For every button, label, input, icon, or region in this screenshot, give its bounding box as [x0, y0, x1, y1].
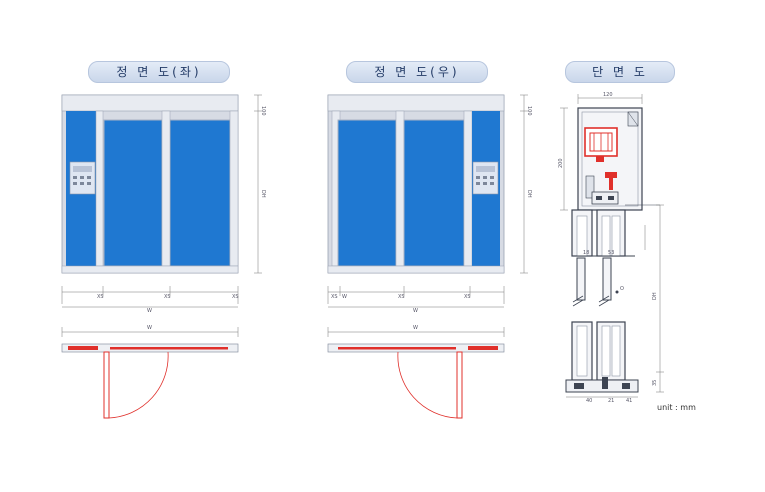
dim-panel-width: XS: [398, 294, 405, 300]
keypad-screen: [476, 166, 495, 172]
dim-section-top: 120: [603, 92, 613, 98]
plan-sliding-leaf: [338, 347, 456, 350]
mullion: [161, 110, 171, 267]
hanger-bracket: [585, 175, 595, 199]
sliding-panel-1: [337, 119, 397, 267]
dim-plan-width: W: [147, 325, 152, 331]
plan-fixed-leaf: [468, 346, 498, 350]
dim-panel-width: XS: [464, 294, 471, 300]
keypad-screen: [73, 166, 92, 172]
roller-icon: [605, 172, 617, 190]
dim-width: W: [147, 308, 152, 314]
dim-section-mid-a: 18: [583, 250, 589, 256]
dim-section-bottom-c: 41: [626, 398, 632, 404]
dim-panel-width: XS: [164, 294, 171, 300]
dim-width: W: [413, 308, 418, 314]
plan-swing-arc: [397, 351, 458, 419]
dim-section-right-small: 35: [652, 380, 658, 386]
plan-swing-leaf: [456, 351, 463, 419]
sliding-panel-2: [403, 119, 465, 267]
mullion: [229, 110, 239, 267]
motor-mount: [596, 156, 604, 162]
mullion: [95, 110, 104, 267]
keypad-buttons: [476, 176, 494, 185]
dim-panel-width: XS: [232, 294, 239, 300]
track-rail: [591, 191, 619, 205]
leaf-bottom-b: [596, 321, 626, 381]
dim-total-height: DH: [260, 190, 266, 198]
dim-section-right: DH: [652, 292, 658, 300]
dim-section-bottom-a: 40: [586, 398, 592, 404]
title-front-right: 정 면 도(우): [346, 61, 488, 83]
plan-fixed-leaf: [68, 346, 98, 350]
dim-top-height: 100: [260, 106, 266, 116]
unit-label: unit : mm: [657, 403, 696, 412]
header-inner: [581, 111, 639, 207]
keypad-buttons: [73, 176, 91, 185]
dim-section-side: 200: [558, 158, 564, 168]
mullion: [395, 110, 405, 267]
plan-swing-leaf: [103, 351, 110, 419]
dim-section-mid-b: 53: [608, 250, 614, 256]
dim-total-height: DH: [526, 190, 532, 198]
leaf-stile-a: [576, 257, 586, 301]
leaf-stile-b: [602, 257, 612, 301]
dim-panel-width: XS: [331, 294, 338, 300]
break-mark: [598, 295, 610, 307]
title-front-left: 정 면 도(좌): [88, 61, 230, 83]
dim-top-height: 100: [526, 106, 532, 116]
top-header: [61, 94, 239, 112]
sliding-panel-2: [169, 119, 231, 267]
dim-section-bottom-b: 21: [608, 398, 614, 404]
dim-section-o: O: [620, 286, 624, 292]
plan-view-right: W: [327, 325, 505, 419]
front-view-left: 100 DH XS XS XS W: [61, 94, 266, 314]
break-mark: [572, 295, 584, 307]
leaf-top-b: [596, 209, 626, 257]
plan-sliding-leaf: [110, 347, 228, 350]
dim-plan-width: W: [413, 325, 418, 331]
plan-swing-arc: [108, 351, 169, 419]
front-view-right: 100 DH XS W XS XS W: [327, 94, 532, 314]
mullion: [463, 110, 473, 267]
section-view: 120 200 18 53 O: [558, 92, 664, 404]
sliding-panel-1: [103, 119, 163, 267]
dim-panel-width: W: [342, 294, 347, 300]
plan-view-left: W: [61, 325, 239, 419]
top-header: [327, 94, 505, 112]
bottom-rail: [61, 265, 239, 274]
title-section: 단 면 도: [565, 61, 675, 83]
bottom-rail: [327, 265, 505, 274]
dim-panel-width: XS: [97, 294, 104, 300]
